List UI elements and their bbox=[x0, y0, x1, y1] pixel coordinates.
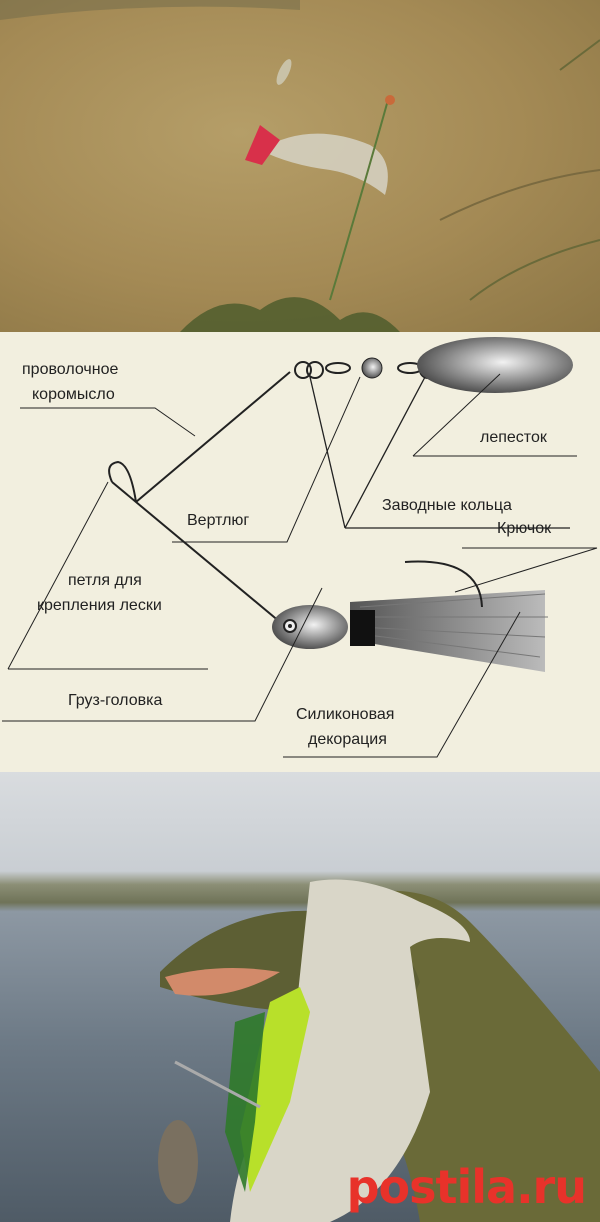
swivel bbox=[325, 362, 351, 374]
photo-pike-with-spinnerbait: postila.ru bbox=[0, 772, 600, 1222]
spinnerbait-diagram: проволочное коромысло лепесток Заводные … bbox=[0, 332, 600, 772]
photo-spinnerbait-in-water bbox=[0, 0, 600, 332]
split-ring-1 bbox=[294, 361, 312, 379]
green-skirt bbox=[240, 987, 310, 1192]
photo-bottom-shapes bbox=[158, 879, 600, 1222]
lure-parts bbox=[272, 337, 573, 672]
bead bbox=[361, 357, 383, 379]
label-swivel: Вертлюг bbox=[187, 512, 249, 529]
pike-mouth bbox=[165, 968, 280, 996]
gloved-hand bbox=[230, 879, 470, 1222]
label-skirt-1: Силиконовая bbox=[296, 706, 394, 723]
label-hook: Крючок bbox=[497, 520, 552, 537]
label-line-loop-1: петля для bbox=[68, 572, 142, 589]
blade-shape bbox=[417, 337, 573, 393]
fish-shape bbox=[260, 133, 388, 195]
jig-head-shape bbox=[272, 605, 348, 649]
hook-shape bbox=[404, 560, 483, 608]
photo-top-shapes bbox=[0, 0, 600, 332]
label-skirt-2: декорация bbox=[308, 731, 387, 748]
leader-lines bbox=[2, 373, 598, 758]
label-split-rings: Заводные кольца bbox=[382, 497, 512, 514]
lure-wire bbox=[108, 371, 291, 623]
label-jig-head: Груз-головка bbox=[68, 692, 162, 709]
watermark-logo: postila.ru bbox=[346, 1160, 587, 1214]
skirt-shape bbox=[350, 590, 545, 672]
spinner-blade bbox=[276, 59, 292, 85]
red-skirt bbox=[245, 125, 280, 165]
label-line-loop-2: крепления лески bbox=[37, 597, 162, 614]
diagram-svg: проволочное коромысло лепесток Заводные … bbox=[2, 337, 598, 758]
label-wire-arm-2: коромысло bbox=[32, 386, 115, 403]
label-blade: лепесток bbox=[480, 429, 548, 446]
spinner-blade-photo bbox=[158, 1120, 198, 1204]
label-wire-arm-1: проволочное bbox=[22, 361, 118, 378]
